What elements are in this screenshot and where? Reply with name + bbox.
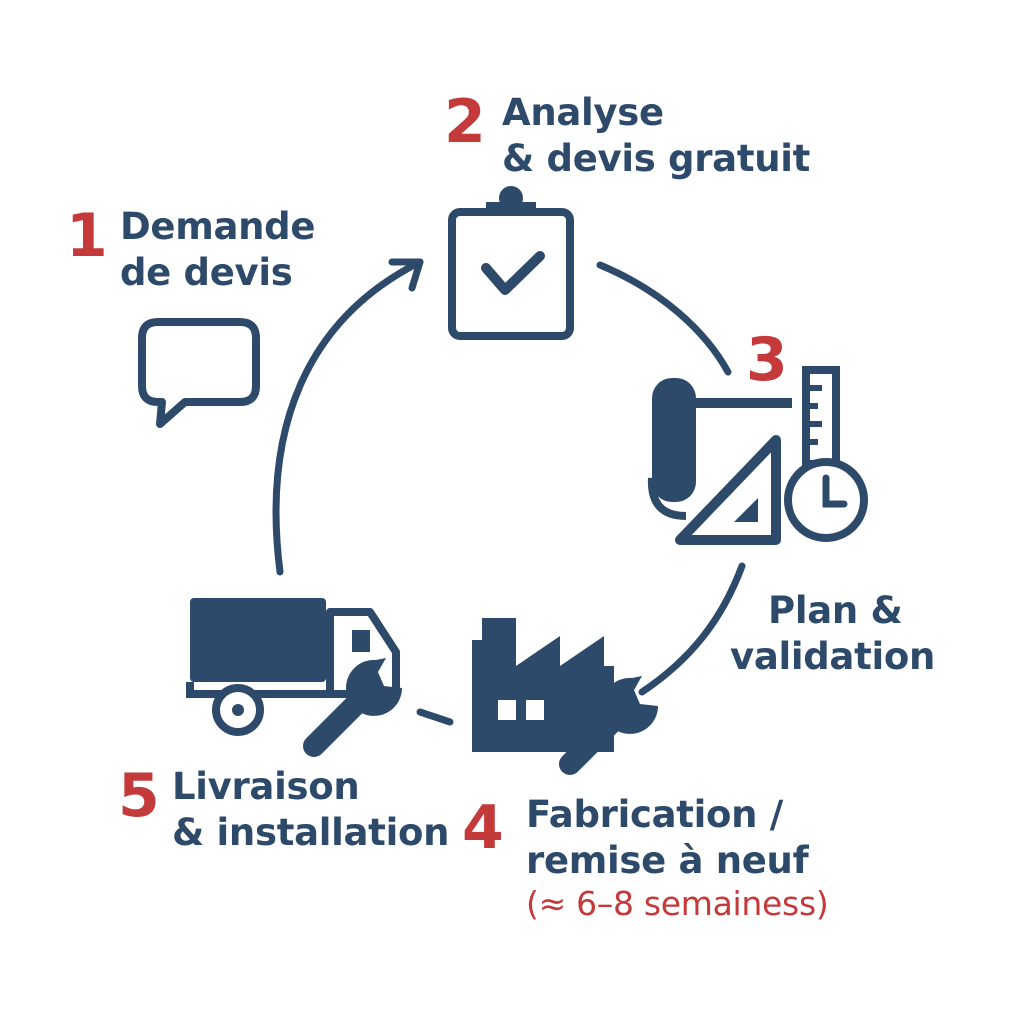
step-4-duration-note: (≈ 6–8 semainess)	[526, 884, 829, 923]
step-2-number: 2	[444, 87, 486, 157]
step-4-label: Fabrication / remise à neuf (≈ 6–8 semai…	[526, 792, 829, 924]
step-5-label-line-2: & installation	[172, 811, 450, 854]
step-5-label-line-1: Livraison	[172, 765, 360, 808]
step-1-number: 1	[66, 201, 108, 271]
step-1-label-line-2: de devis	[120, 251, 293, 294]
arrow-head-2	[388, 258, 424, 292]
arc-3-to-4	[638, 562, 746, 696]
cycle-arrows	[272, 258, 746, 726]
step-3-number: 3	[746, 325, 788, 395]
blueprint-ruler-clock-icon	[647, 366, 868, 545]
clipboard-check-icon	[448, 186, 574, 340]
arrow-5-to-2	[272, 258, 424, 576]
speech-bubble-icon	[138, 318, 260, 428]
step-2-label-line-2: & devis gratuit	[502, 137, 811, 180]
step-4-label-line-1: Fabrication /	[526, 793, 784, 836]
step-2-label-line-1: Analyse	[502, 91, 664, 134]
dash-4-to-5	[416, 708, 454, 726]
step-3-label: Plan & validation	[730, 588, 935, 680]
step-4-number: 4	[462, 793, 504, 863]
step-1-label-line-1: Demande	[120, 205, 316, 248]
truck-wrench-icon	[186, 598, 402, 746]
step-1-label: Demande de devis	[120, 204, 315, 296]
step-5-label: Livraison & installation	[172, 764, 449, 856]
step-4-label-line-2: remise à neuf	[526, 839, 809, 882]
step-3-label-line-1: Plan &	[768, 589, 903, 632]
step-3-label-line-2: validation	[730, 635, 936, 678]
step-5-number: 5	[118, 761, 160, 831]
arc-2-to-3	[596, 261, 732, 376]
step-2-label: Analyse & devis gratuit	[502, 90, 810, 182]
factory-wrench-icon	[472, 618, 658, 764]
